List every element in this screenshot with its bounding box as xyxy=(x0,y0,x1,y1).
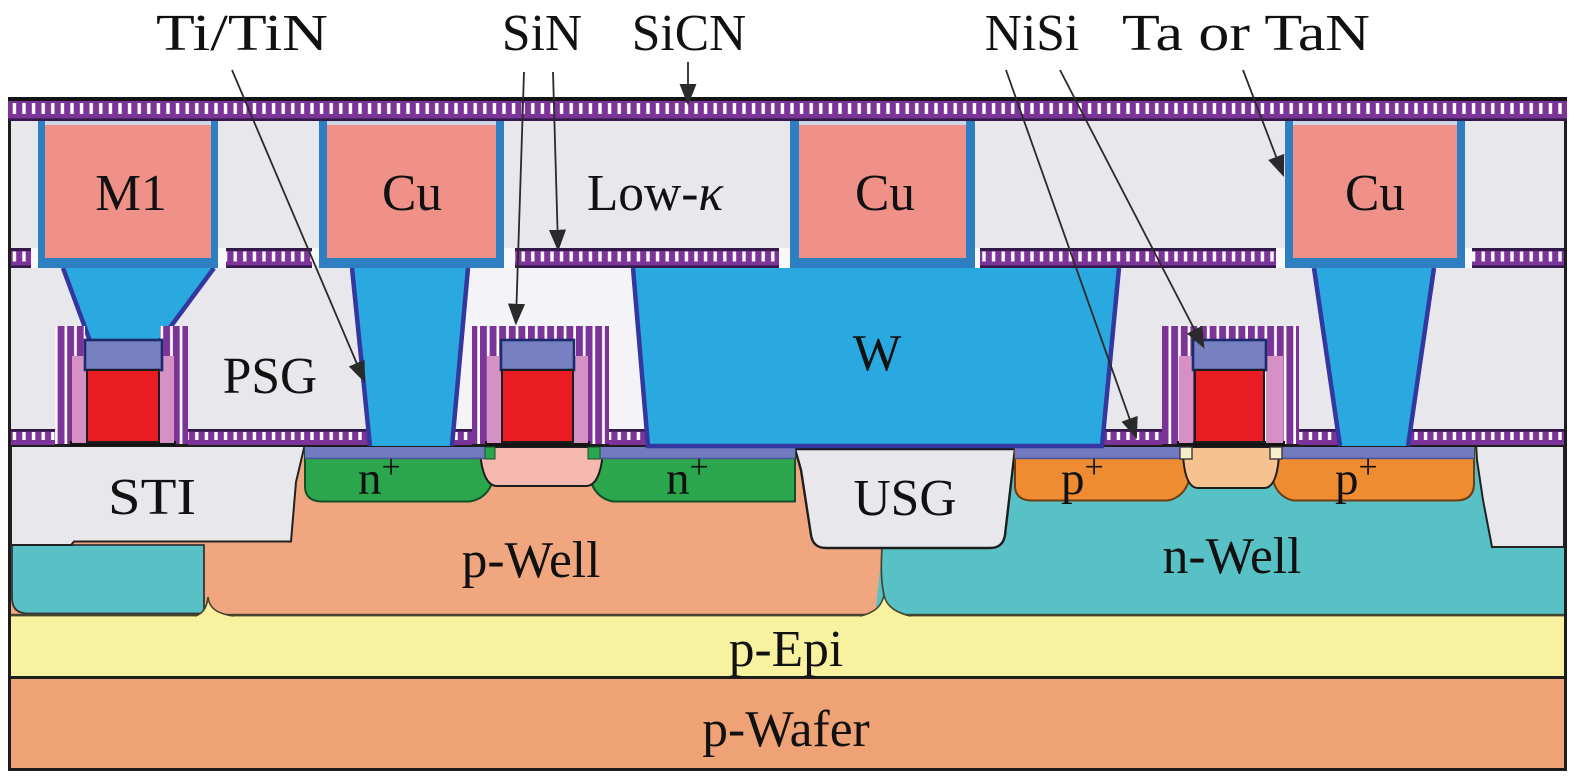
sin-band-bottom xyxy=(11,429,1564,445)
gate-pmos-poly xyxy=(1194,369,1265,443)
doped-regions xyxy=(304,445,1475,503)
annotation-sicn: SiCN xyxy=(632,5,747,62)
gate-left-poly xyxy=(86,369,160,443)
gate-structure-left xyxy=(55,326,188,447)
diagram-labels: M1 Cu Low-κ Cu Cu PSG W STI USG n+ n+ p+… xyxy=(95,165,1405,758)
tungsten-slot-contact xyxy=(633,268,1119,446)
top-annotations: Ti/TiN SiN SiCN NiSi Ta or TaN xyxy=(156,5,1370,62)
tungsten-plugs xyxy=(60,266,1437,449)
label-n-plus-left: n+ xyxy=(358,449,401,505)
via-cu-to-nplus xyxy=(352,268,468,446)
label-p-plus-right: p+ xyxy=(1335,449,1378,505)
gate-nmos-nisi-cap xyxy=(499,338,576,372)
annotation-arrows xyxy=(231,62,1285,440)
label-p-well: p-Well xyxy=(462,532,601,589)
cu-block-mid xyxy=(790,121,975,268)
arrow-sin-gate xyxy=(507,71,526,326)
gate-pmos-spacer xyxy=(1179,356,1193,443)
shallow-trench-isolation xyxy=(10,443,1565,550)
ldd-squares xyxy=(484,446,1283,460)
annotation-nisi: NiSi xyxy=(985,5,1079,62)
label-p-epi: p-Epi xyxy=(729,621,843,678)
epi-wedge-mid xyxy=(859,594,912,617)
via-cu-to-pplus xyxy=(1314,268,1434,446)
label-p-plus-left: p+ xyxy=(1061,449,1104,505)
left-n-well-block xyxy=(11,544,205,615)
label-p-wafer: p-Wafer xyxy=(702,701,869,758)
arrow-sin-band xyxy=(548,71,567,252)
nmos-channel xyxy=(479,446,604,487)
band-gaps xyxy=(31,248,1472,268)
p-epi-layer xyxy=(11,616,1564,677)
outer-border xyxy=(8,97,1567,771)
metal-blocks xyxy=(38,121,1465,268)
label-w: W xyxy=(853,325,902,382)
gate-nmos-poly xyxy=(501,369,574,443)
arrow-nisi-gate xyxy=(1059,69,1205,349)
pmos-channel xyxy=(1182,446,1280,489)
sti-left-block xyxy=(10,443,307,546)
annotation-ti-tin: Ti/TiN xyxy=(156,5,328,62)
label-n-plus-right: n+ xyxy=(666,449,709,505)
gate-structure-pmos xyxy=(1162,326,1299,447)
cu-block-right xyxy=(1285,121,1465,268)
arrow-ti-tin xyxy=(231,69,366,383)
gate-pmos-nisi-cap xyxy=(1191,338,1268,372)
arrow-ta-tan xyxy=(1242,69,1285,178)
gate-pmos-spacer xyxy=(1266,356,1283,443)
label-low-k: Low-κ xyxy=(587,165,725,222)
label-n-well: n-Well xyxy=(1163,528,1302,585)
cu-block-left xyxy=(319,121,504,268)
sti-right-block xyxy=(1474,443,1565,548)
annotation-sin: SiN xyxy=(502,5,582,62)
sicn-band xyxy=(8,97,1567,121)
gate-left-nisi-cap xyxy=(83,338,164,372)
nisi-silicide-strips xyxy=(305,447,1474,460)
gate-nmos-spacer xyxy=(574,356,588,443)
label-cu-right: Cu xyxy=(1345,165,1405,222)
gate-nmos-spacer xyxy=(487,356,501,443)
gate-structure-nmos xyxy=(472,326,609,447)
label-cu-mid: Cu xyxy=(855,165,915,222)
usg-block xyxy=(793,447,1017,550)
annotation-ta-tan: Ta or TaN xyxy=(1122,5,1370,62)
label-cu-left: Cu xyxy=(382,165,442,222)
p-wafer-layer xyxy=(11,679,1564,768)
epi-wedge-left xyxy=(194,596,235,617)
m1-block xyxy=(38,121,218,268)
via-m1-to-gate xyxy=(63,268,214,341)
gate-left-spacer xyxy=(72,356,86,443)
sin-band-mid xyxy=(11,248,1564,268)
gate-left-spacer xyxy=(160,356,174,443)
label-sti: STI xyxy=(108,469,196,526)
arrow-nisi-sd xyxy=(1005,69,1138,440)
label-usg: USG xyxy=(853,470,956,527)
label-m1: M1 xyxy=(95,165,167,222)
label-psg: PSG xyxy=(223,348,317,405)
